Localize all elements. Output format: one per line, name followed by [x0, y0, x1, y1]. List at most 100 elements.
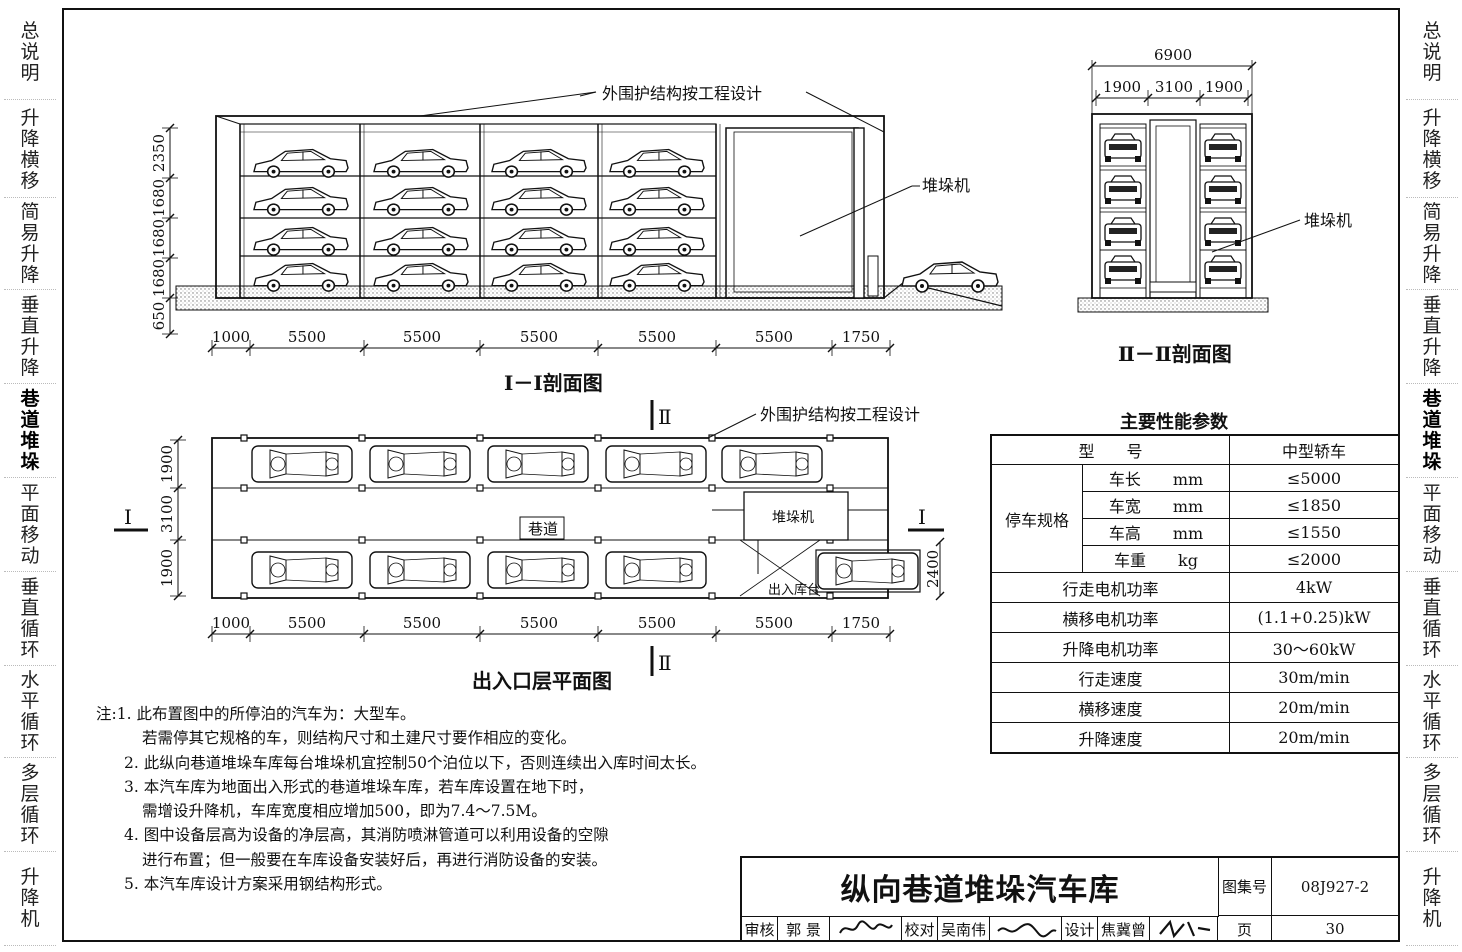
- sidebar-item[interactable]: 升降横移: [4, 102, 56, 198]
- car-front-icon: [1204, 175, 1242, 205]
- sidebar-item-char: 明: [1422, 62, 1442, 84]
- page-number: 30: [1325, 920, 1345, 938]
- sidebar-item-char: 简: [1422, 200, 1442, 223]
- sidebar-item[interactable]: 简易升降: [4, 198, 56, 290]
- plan-dim-right: 2400: [924, 550, 942, 588]
- sidebar-item-char: 易: [1422, 221, 1442, 244]
- params-row-name: 横移速度: [990, 692, 1230, 723]
- sidebar-item-char: 降: [1422, 127, 1442, 150]
- section-1-dim: 1680: [150, 179, 168, 217]
- sidebar-item-char: 升: [1422, 242, 1442, 265]
- sidebar-item-char: 堆: [1422, 429, 1442, 452]
- sidebar-item-char: 说: [1422, 41, 1442, 63]
- left-sidebar: 总说明升降横移简易升降垂直升降巷道堆垛平面移动垂直循环水平循环多层循环升降机: [4, 6, 56, 946]
- sidebar-item-char: 说: [20, 41, 40, 63]
- sidebar-item-char: 降: [1422, 887, 1442, 909]
- reviewer-name: 郭 景: [778, 916, 830, 942]
- sidebar-item-char: 垛: [1422, 450, 1442, 473]
- sidebar-item[interactable]: 总说明: [1406, 6, 1458, 100]
- table-row: 车宽 mm≤1850: [991, 491, 1400, 519]
- sidebar-item-char: 垂: [20, 293, 40, 316]
- notes-prefix: 注:: [96, 705, 117, 723]
- sidebar-item-char: 垛: [20, 450, 40, 473]
- sidebar-item[interactable]: 水平循环: [4, 666, 56, 758]
- sidebar-item-char: 移: [1422, 169, 1442, 192]
- note-line: 进行布置；但一般要在车库设备安装好后，再进行消防设备的安装。: [142, 850, 608, 869]
- plan-section-mark-right: Ⅰ: [918, 505, 926, 529]
- plan-stacker-label: 堆垛机: [772, 510, 814, 526]
- sidebar-item-char: 直: [20, 314, 40, 337]
- car-plan-icon: [487, 551, 589, 589]
- car-plan-icon: [605, 445, 707, 483]
- sidebar-item-char: 简: [20, 200, 40, 223]
- title-block: 纵向巷道堆垛汽车库 图集号 08J927-2 审核 郭 景 校对 吴南伟 设计 …: [740, 856, 1400, 942]
- sidebar-item-char: 循: [20, 710, 40, 733]
- section-1-dim: 1680: [150, 259, 168, 297]
- sidebar-item[interactable]: 简易升降: [1406, 198, 1458, 290]
- sidebar-item[interactable]: 垂直升降: [1406, 290, 1458, 384]
- sidebar-item[interactable]: 平面移动: [1406, 478, 1458, 572]
- sidebar-item-char: 堆: [20, 429, 40, 452]
- sidebar-item[interactable]: 垂直升降: [4, 290, 56, 384]
- sidebar-item-char: 降: [20, 356, 40, 379]
- car-icon: [609, 148, 705, 178]
- params-row-value: 30m/min: [1229, 662, 1400, 693]
- notes: 注:1. 此布置图中的所停泊的汽车为：大型车。 若需停其它规格的车，则结构尺寸和…: [96, 702, 796, 896]
- section-1-callout-stacker: 堆垛机: [922, 176, 970, 195]
- sidebar-item[interactable]: 平面移动: [4, 478, 56, 572]
- section-1-title: Ⅰ－Ⅰ剖面图: [504, 371, 603, 395]
- sidebar-item-char: 垂: [1422, 293, 1442, 316]
- reviewer-signature: [830, 916, 902, 942]
- section-1-callout-envelope: 外围护结构按工程设计: [602, 84, 762, 103]
- section-2-dim: 3100: [1155, 78, 1193, 96]
- sidebar-item-char: 升: [20, 106, 40, 129]
- sidebar-item-char: 平: [1422, 481, 1442, 504]
- sidebar-item-char: 总: [20, 20, 40, 42]
- plan-section-mark-top: Ⅱ: [658, 405, 672, 429]
- params-spec-value: ≤2000: [1229, 545, 1400, 573]
- sidebar-item[interactable]: 升降机: [4, 852, 56, 946]
- sidebar-item[interactable]: 多层循环: [1406, 758, 1458, 852]
- sidebar-item-char: 多: [1422, 761, 1442, 784]
- sidebar-item[interactable]: 巷道堆垛: [4, 384, 56, 478]
- params-header-model: 型 号: [990, 434, 1230, 465]
- params-spec-value: ≤1850: [1229, 491, 1400, 519]
- sidebar-item[interactable]: 升降机: [1406, 852, 1458, 946]
- designer-name: 焦冀曾: [1098, 916, 1150, 942]
- sidebar-item-char: 面: [1422, 502, 1442, 525]
- sidebar-item[interactable]: 垂直循环: [4, 572, 56, 666]
- car-front-icon: [1104, 255, 1142, 285]
- sidebar-item-char: 移: [1422, 523, 1442, 546]
- car-icon: [609, 186, 705, 216]
- sidebar-item-char: 动: [20, 544, 40, 567]
- car-icon: [253, 186, 349, 216]
- sidebar-item-char: 巷: [20, 387, 40, 410]
- sidebar-item-char: 平: [20, 689, 40, 712]
- sidebar-item-char: 循: [20, 617, 40, 640]
- sidebar-item-char: 循: [20, 803, 40, 826]
- sidebar-item-char: 环: [1422, 824, 1442, 847]
- sidebar-item[interactable]: 升降横移: [1406, 102, 1458, 198]
- sidebar-item[interactable]: 巷道堆垛: [1406, 384, 1458, 478]
- check-label: 校对: [902, 916, 938, 942]
- params-spec-value: ≤1550: [1229, 518, 1400, 546]
- section-2-dim: 1900: [1103, 78, 1141, 96]
- sidebar-item[interactable]: 水平循环: [1406, 666, 1458, 758]
- sidebar-item-char: 循: [1422, 803, 1442, 826]
- section-1-dim: 5500: [520, 328, 558, 346]
- sidebar-item-char: 降: [20, 263, 40, 286]
- plan-dim: 5500: [403, 614, 441, 632]
- sidebar-item-char: 机: [20, 908, 40, 930]
- sidebar-item[interactable]: 多层循环: [4, 758, 56, 852]
- sidebar-item-char: 易: [20, 221, 40, 244]
- checker-signature: [990, 916, 1062, 942]
- sidebar-item-char: 升: [20, 866, 40, 888]
- sidebar-item-char: 平: [1422, 689, 1442, 712]
- sidebar-item[interactable]: 垂直循环: [1406, 572, 1458, 666]
- section-1-dim: 5500: [288, 328, 326, 346]
- section-2-dim: 1900: [1205, 78, 1243, 96]
- params-row-name: 横移电机功率: [990, 602, 1230, 633]
- sidebar-item[interactable]: 总说明: [4, 6, 56, 100]
